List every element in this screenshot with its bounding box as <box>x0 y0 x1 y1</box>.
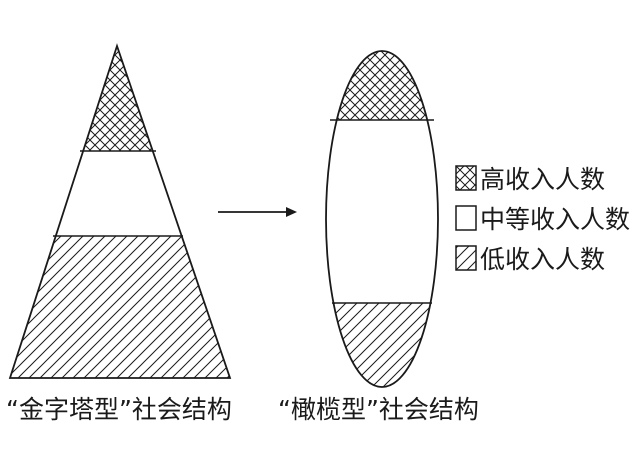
olive-diagram <box>325 50 439 388</box>
legend-swatch-diagonal <box>455 245 477 271</box>
olive-low-income-band <box>326 303 438 387</box>
right-arrow-icon <box>218 207 297 217</box>
pyramid-diagram <box>8 43 232 379</box>
legend-label-low: 低收入人数 <box>480 245 605 274</box>
legend-label-middle: 中等收入人数 <box>480 205 630 234</box>
pyramid-middle-income-band <box>10 151 230 236</box>
legend-swatch-crosshatch <box>455 165 477 191</box>
pyramid-low-income-band <box>10 236 230 378</box>
legend-item-middle: 中等收入人数 <box>455 205 630 234</box>
legend-label-high: 高收入人数 <box>480 165 605 194</box>
olive-outline <box>325 50 439 388</box>
legend-swatch-blank <box>455 205 477 231</box>
legend-item-low: 低收入人数 <box>455 245 605 274</box>
pyramid-caption: “金字塔型”社会结构 <box>6 395 232 424</box>
olive-middle-income-band <box>326 120 438 303</box>
olive-caption: “橄榄型”社会结构 <box>278 395 479 424</box>
pyramid-outline <box>8 43 232 379</box>
legend-item-high: 高收入人数 <box>455 165 605 194</box>
legend: 高收入人数 中等收入人数 低收入人数 <box>455 165 630 274</box>
